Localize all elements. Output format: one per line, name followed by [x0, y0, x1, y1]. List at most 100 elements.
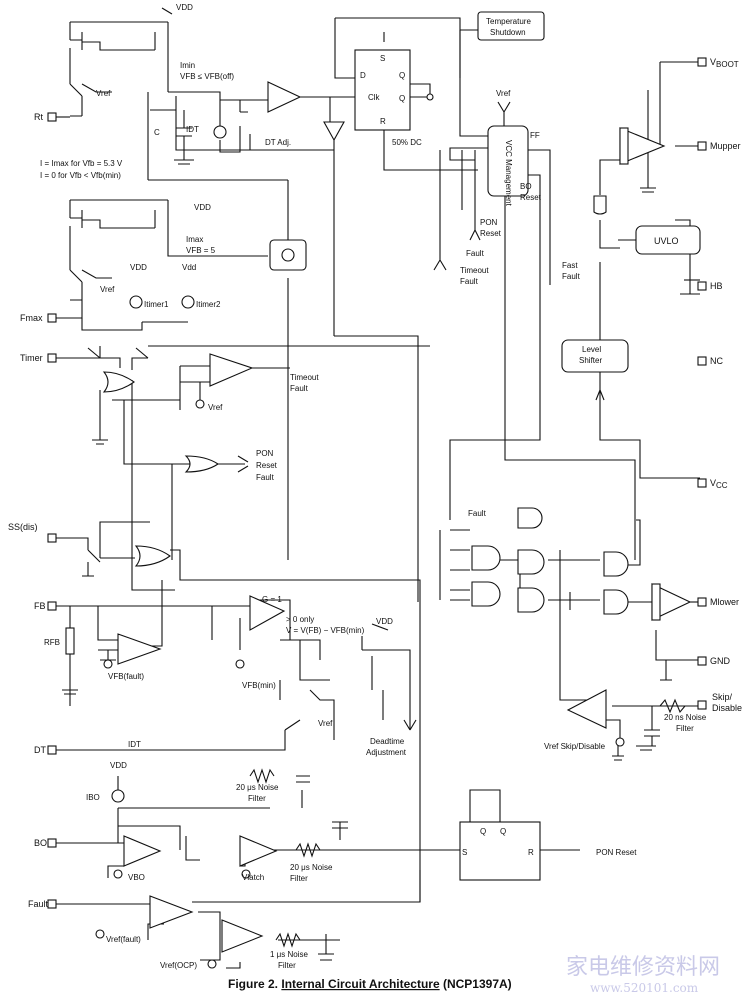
wires: [56, 7, 700, 969]
and-gate-4: [471, 581, 501, 607]
label-idt-2: IDT: [128, 740, 141, 749]
pin-rt-label: Rt: [34, 112, 43, 122]
figure-caption: Figure 2. Internal Circuit Architecture …: [228, 977, 512, 991]
label-ff-qb: Q: [399, 94, 405, 103]
pin-nc-label: NC: [710, 356, 723, 366]
comparator-bo: [123, 835, 162, 867]
label-vdd-dt: VDD: [376, 617, 393, 626]
and-gate-7: [603, 589, 629, 615]
pin-hb-label: HB: [710, 281, 723, 291]
label-vcc-mgmt: VCC Management: [504, 140, 513, 207]
and-gate-uvlo: [593, 195, 607, 215]
label-vdd-itimer: VDD: [130, 263, 147, 272]
pin-fb-label: FB: [34, 601, 46, 611]
label-timeout-b: Timeout: [460, 266, 489, 275]
d-flip-flop: [354, 49, 411, 131]
buffer-dt: [323, 121, 345, 142]
label-ff-q: Q: [399, 71, 405, 80]
svg-text:Figure 2. Internal Circu: Figure 2. Internal Circuit Architecture …: [228, 977, 512, 991]
label-vref-skip: Vref Skip/Disable: [544, 742, 606, 751]
comparator-ocp: [221, 919, 264, 953]
label-rfb: RFB: [44, 638, 60, 647]
and-gate-5: [517, 587, 545, 613]
label-vref-fault: Vref(fault): [106, 935, 141, 944]
label-imax: Imax: [186, 235, 203, 244]
label-50dc: 50% DC: [392, 138, 422, 147]
label-sr-s: S: [462, 848, 467, 857]
and-gate-1: [517, 507, 543, 529]
pin-vcc-label: VCC: [710, 478, 728, 490]
caption-figure: Figure 2.: [228, 977, 278, 991]
current-source-itimer2: [181, 295, 195, 309]
sr-latch: [459, 821, 541, 881]
label-fault-small: Fault: [466, 249, 485, 258]
label-vdd-bo: VDD: [110, 761, 127, 770]
label-ff-s: S: [380, 54, 385, 63]
label-dt-adj: DT Adj.: [265, 138, 291, 147]
label-imin: Imin: [180, 61, 195, 70]
label-deadtime: Deadtime: [370, 737, 405, 746]
label-fast-fault: Fault: [562, 272, 581, 281]
label-noise20b: 20 μs Noise: [290, 863, 333, 872]
label-level: Level: [582, 345, 601, 354]
label-noise20b-2: Filter: [290, 874, 308, 883]
current-source-ibo: [111, 789, 125, 803]
caption-part: (NCP1397A): [443, 977, 512, 991]
label-vfb-fault: VFB(fault): [108, 672, 144, 681]
label-itimer2: Itimer2: [196, 300, 221, 309]
label-fault: Fault: [256, 473, 275, 482]
watermark: 家电维修资料网 www.520101.com: [566, 955, 720, 995]
temperature-shutdown-block: [477, 11, 545, 41]
label-shifter: Shifter: [579, 356, 602, 365]
label-vref-vcc: Vref: [496, 89, 511, 98]
label-eq2: I = 0 for Vfb < Vfb(min): [40, 171, 121, 180]
label-noise1-2: Filter: [278, 961, 296, 970]
pin-vboot-label: VBOOT: [710, 57, 739, 69]
pin-skip-label: Skip/: [712, 692, 733, 702]
label-ibo: IBO: [86, 793, 100, 802]
pin-gnd-label: GND: [710, 656, 731, 666]
label-itimer1: Itimer1: [144, 300, 169, 309]
label-sr-qb: Q: [500, 827, 506, 836]
or-gate-timer: [102, 371, 135, 393]
label-vdd-fmax: VDD: [194, 203, 211, 212]
label-timeout-fault: Fault: [290, 384, 309, 393]
resistor-rfb: [65, 627, 75, 655]
label-bo-reset-2: Reset: [520, 193, 542, 202]
pin-mlower-label: Mlower: [710, 597, 739, 607]
label-vref-ocp: Vref(OCP): [160, 961, 197, 970]
label-gt0: > 0 only: [286, 615, 314, 624]
watermark-url: www.520101.com: [590, 981, 699, 995]
label-noise20ns: 20 ns Noise: [664, 713, 707, 722]
label-pon-reset-2: Reset: [480, 229, 502, 238]
and-gate-6: [603, 551, 629, 577]
label-temp2: Shutdown: [490, 28, 526, 37]
pin-fault-label: Fault: [28, 899, 49, 909]
label-vfb-min: VFB(min): [242, 681, 276, 690]
label-vref-dt: Vref: [318, 719, 333, 728]
label-vref-2: Vref: [100, 285, 115, 294]
pin-ss-label: SS(dis): [8, 522, 38, 532]
label-noise1: 1 μs Noise: [270, 950, 309, 959]
label-ff-clk: Clk: [368, 93, 381, 102]
pin-timer-label: Timer: [20, 353, 43, 363]
label-noise20a-2: Filter: [248, 794, 266, 803]
pin-dt-label: DT: [34, 745, 46, 755]
label-bo-reset: BO: [520, 182, 532, 191]
comparator-latch: [239, 835, 278, 867]
comparator-timer: [209, 353, 254, 387]
label-ff: FF: [530, 131, 540, 140]
and-gate-2: [471, 545, 501, 571]
blocks: [65, 11, 701, 969]
label-pon-reset-in: PON Reset: [596, 848, 637, 857]
pin-fmax-label: Fmax: [20, 313, 43, 323]
level-shifter-block: [561, 339, 629, 373]
label-vbo: VBO: [128, 873, 145, 882]
or-gate-pon: [184, 455, 219, 473]
label-sr-q: Q: [480, 827, 486, 836]
and-gate-3: [517, 549, 545, 575]
label-sr-r: R: [528, 848, 534, 857]
label-noise20a: 20 μs Noise: [236, 783, 279, 792]
pin-mupper-label: Mupper: [710, 141, 741, 151]
